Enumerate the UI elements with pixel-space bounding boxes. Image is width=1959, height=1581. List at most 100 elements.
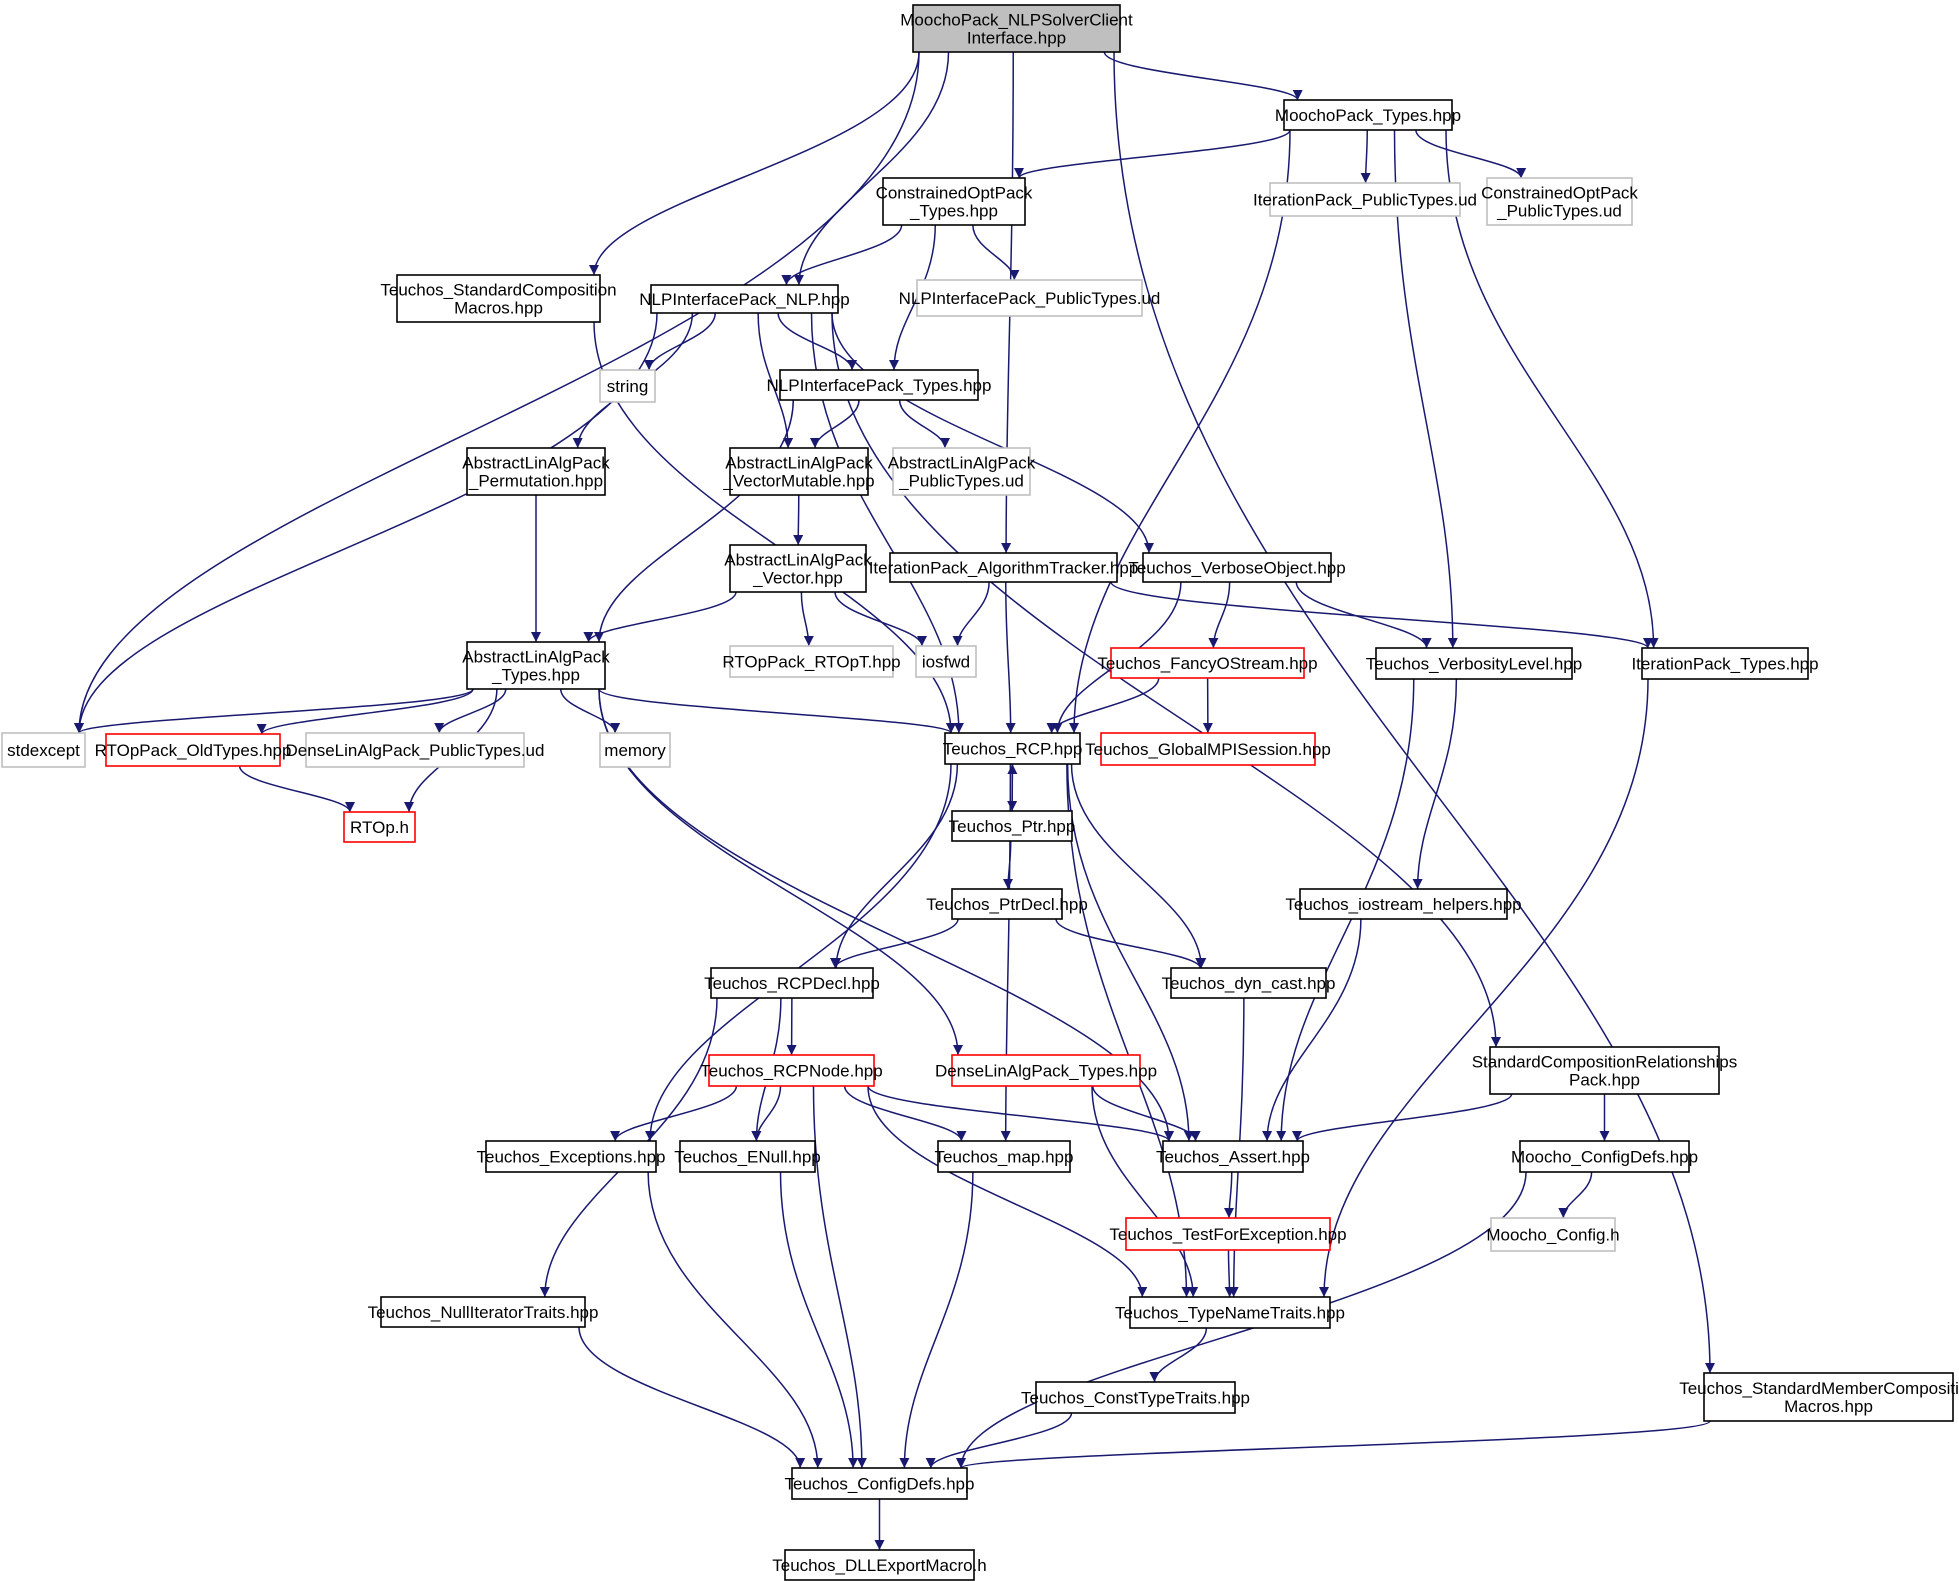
node-label: AbstractLinAlgPack	[462, 648, 610, 667]
node-label: Teuchos_RCP.hpp	[943, 740, 1083, 759]
node-dense-public-ud[interactable]: DenseLinAlgPack_PublicTypes.ud	[286, 732, 545, 768]
edge-moochopack-types-to-constrained-public-ud	[1415, 129, 1527, 179]
node-box	[305, 732, 525, 768]
node-assert[interactable]: Teuchos_Assert.hpp	[1156, 1140, 1310, 1173]
node-verbosity-level[interactable]: Teuchos_VerbosityLevel.hpp	[1366, 647, 1582, 680]
node-map[interactable]: Teuchos_map.hpp	[935, 1140, 1074, 1173]
edge-nlp-to-string	[644, 312, 716, 371]
node-rcp[interactable]: Teuchos_RCP.hpp	[943, 732, 1083, 765]
node-ala-public-ud[interactable]: AbstractLinAlgPack_PublicTypes.ud	[888, 447, 1036, 496]
node-null-iter[interactable]: Teuchos_NullIteratorTraits.hpp	[368, 1296, 599, 1328]
node-iostream-helpers[interactable]: Teuchos_iostream_helpers.hpp	[1285, 888, 1522, 920]
node-constrained-public-ud[interactable]: ConstrainedOptPack_PublicTypes.ud	[1481, 177, 1638, 226]
node-rtop-oldtypes[interactable]: RTOpPack_OldTypes.hpp	[95, 733, 292, 767]
node-ala-types[interactable]: AbstractLinAlgPack_Types.hpp	[462, 641, 610, 690]
node-nlp-types[interactable]: NLPInterfacePack_Types.hpp	[767, 369, 992, 401]
node-iter-types[interactable]: IterationPack_Types.hpp	[1631, 647, 1819, 680]
node-ala-vecmut[interactable]: AbstractLinAlgPack_VectorMutable.hpp	[722, 447, 875, 496]
node-box	[1100, 732, 1316, 766]
edge-ala-vecmut-to-ala-vector	[793, 494, 804, 546]
node-moocho-config-h[interactable]: Moocho_Config.h	[1486, 1217, 1620, 1252]
node-nlp-public-ud[interactable]: NLPInterfacePack_PublicTypes.ud	[899, 279, 1161, 317]
edge-assert-to-test-for-exc	[1224, 1171, 1235, 1219]
node-box	[1299, 888, 1508, 920]
node-moocho-configdefs[interactable]: Moocho_ConfigDefs.hpp	[1511, 1140, 1698, 1173]
edge-rcpnode-to-map	[843, 1085, 967, 1142]
edge-exceptions-to-configdefs	[647, 1171, 823, 1469]
node-test-for-exc[interactable]: Teuchos_TestForException.hpp	[1109, 1217, 1347, 1251]
node-label: Teuchos_RCPNode.hpp	[700, 1062, 882, 1081]
node-ptr[interactable]: Teuchos_Ptr.hpp	[949, 810, 1076, 842]
node-fancy-ostream[interactable]: Teuchos_FancyOStream.hpp	[1097, 647, 1318, 679]
node-ala-perm[interactable]: AbstractLinAlgPack_Permutation.hpp	[462, 447, 610, 496]
node-box	[912, 4, 1121, 53]
node-constrained-types[interactable]: ConstrainedOptPack_Types.hpp	[876, 177, 1033, 226]
node-string[interactable]: string	[599, 369, 656, 403]
node-box	[1641, 647, 1809, 680]
node-nlp[interactable]: NLPInterfacePack_NLP.hpp	[639, 284, 850, 314]
edge-nlp-types-to-ala-vecmut	[810, 399, 860, 449]
node-box	[1035, 1381, 1236, 1414]
node-configdefs[interactable]: Teuchos_ConfigDefs.hpp	[785, 1467, 975, 1500]
node-rtop-rtopt[interactable]: RTOpPack_RTOpT.hpp	[722, 645, 901, 678]
node-box	[1703, 1372, 1954, 1422]
node-typename-traits[interactable]: Teuchos_TypeNameTraits.hpp	[1115, 1296, 1345, 1329]
node-box	[650, 284, 839, 314]
node-label: Pack.hpp	[1569, 1071, 1640, 1090]
node-rcpdecl[interactable]: Teuchos_RCPDecl.hpp	[704, 967, 880, 999]
node-box	[343, 811, 416, 843]
edge-root-to-std-member-comp	[1113, 51, 1715, 1374]
node-label: RTOpPack_RTOpT.hpp	[722, 653, 900, 672]
node-box	[951, 1054, 1141, 1087]
node-box	[1490, 1217, 1616, 1252]
edge-ala-vector-to-iosfwd	[834, 591, 927, 647]
edge-ala-types-to-dense-public-ud	[434, 688, 507, 734]
edge-ptrdecl-to-dyn-cast	[1055, 918, 1206, 969]
node-rtop-h[interactable]: RTOp.h	[343, 811, 416, 843]
node-label: memory	[604, 741, 666, 760]
edge-iter-types-to-typename-traits	[1319, 678, 1649, 1298]
node-label: Teuchos_ENull.hpp	[674, 1148, 820, 1167]
node-label: IterationPack_AlgorithmTracker.hpp	[869, 559, 1139, 578]
node-box	[889, 552, 1118, 583]
node-stdexcept[interactable]: stdexcept	[1, 732, 86, 768]
edge-nlp-to-std-comp-rel	[831, 312, 1501, 1048]
node-label: _Permutation.hpp	[468, 472, 603, 491]
node-enull[interactable]: Teuchos_ENull.hpp	[674, 1140, 821, 1173]
node-label: Teuchos_VerboseObject.hpp	[1128, 559, 1345, 578]
node-label: Teuchos_TypeNameTraits.hpp	[1115, 1304, 1345, 1323]
node-label: Teuchos_Assert.hpp	[1156, 1148, 1310, 1167]
edge-constrained-types-to-nlp	[781, 224, 903, 286]
node-dll-export[interactable]: Teuchos_DLLExportMacro.h	[772, 1549, 987, 1581]
node-dense-types[interactable]: DenseLinAlgPack_Types.hpp	[935, 1054, 1157, 1087]
edge-dense-types-to-assert	[1092, 1085, 1201, 1142]
edge-rtop-oldtypes-to-rtop-h	[238, 765, 355, 813]
edge-moochopack-types-to-iter-types	[1445, 129, 1659, 649]
node-iosfwd[interactable]: iosfwd	[915, 645, 977, 678]
node-iter-algtracker[interactable]: IterationPack_AlgorithmTracker.hpp	[869, 552, 1139, 583]
node-ala-vector[interactable]: AbstractLinAlgPack_Vector.hpp	[724, 544, 872, 593]
edge-fancy-ostream-to-rcp	[1046, 677, 1160, 734]
node-box	[937, 1140, 1071, 1173]
edge-root-to-stdexcept	[74, 51, 920, 734]
node-ptrdecl[interactable]: Teuchos_PtrDecl.hpp	[926, 888, 1088, 920]
node-const-type-traits[interactable]: Teuchos_ConstTypeTraits.hpp	[1021, 1381, 1250, 1414]
node-box	[380, 1296, 586, 1328]
node-global-mpi[interactable]: Teuchos_GlobalMPISession.hpp	[1085, 732, 1331, 766]
node-rcpnode[interactable]: Teuchos_RCPNode.hpp	[700, 1054, 883, 1087]
node-moochopack-types[interactable]: MoochoPack_Types.hpp	[1275, 99, 1461, 131]
node-memory[interactable]: memory	[599, 732, 671, 768]
node-iter-public-ud[interactable]: IterationPack_PublicTypes.ud	[1253, 182, 1477, 217]
node-dyn-cast[interactable]: Teuchos_dyn_cast.hpp	[1162, 967, 1336, 999]
node-box	[1162, 1140, 1304, 1173]
node-label: Interface.hpp	[967, 29, 1066, 48]
node-exceptions[interactable]: Teuchos_Exceptions.hpp	[476, 1140, 666, 1173]
node-verbose-obj[interactable]: Teuchos_VerboseObject.hpp	[1128, 552, 1346, 583]
node-box	[1269, 182, 1461, 217]
node-std-member-comp[interactable]: Teuchos_StandardMemberCompositionMacros.…	[1679, 1372, 1959, 1422]
edge-iter-algtracker-to-rcp	[1005, 581, 1016, 734]
node-box	[679, 1140, 816, 1173]
